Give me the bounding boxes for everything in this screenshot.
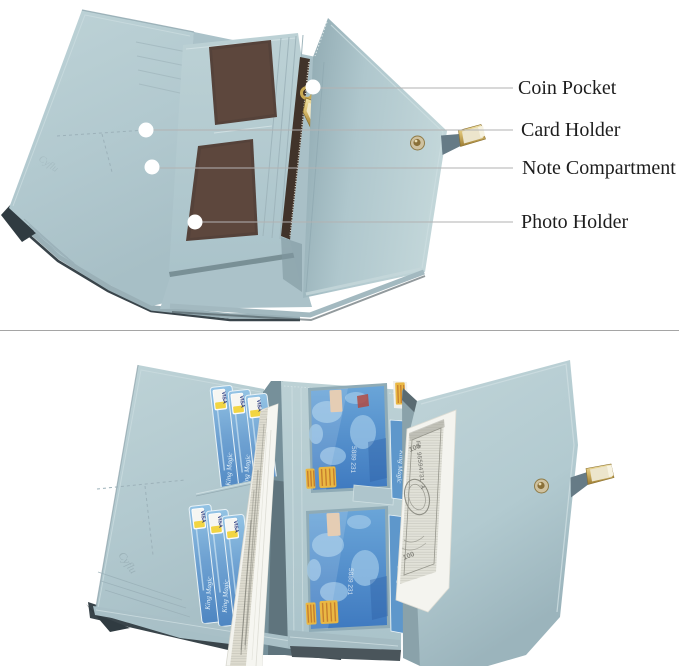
svg-text:100: 100 (402, 551, 416, 562)
svg-text:100: 100 (408, 443, 422, 454)
svg-text:Photo Holder: Photo Holder (521, 211, 629, 233)
svg-text:5889 231: 5889 231 (349, 446, 357, 474)
svg-text:Coin Pocket: Coin Pocket (518, 77, 617, 99)
svg-text:5889 231: 5889 231 (346, 568, 354, 596)
svg-text:King Magic: King Magic (224, 451, 234, 487)
svg-text:VISA: VISA (216, 515, 223, 528)
svg-text:King Magic: King Magic (242, 454, 252, 490)
svg-text:King Magic: King Magic (395, 449, 406, 485)
svg-text:Note Compartment: Note Compartment (522, 157, 676, 179)
svg-text:Card Holder: Card Holder (521, 119, 621, 141)
svg-text:King Magic: King Magic (204, 575, 214, 611)
svg-text:VISA: VISA (232, 520, 239, 533)
svg-text:VISA: VISA (255, 399, 262, 412)
svg-text:VISA: VISA (199, 510, 206, 523)
svg-text:King Magic: King Magic (220, 578, 230, 614)
svg-text:VISA: VISA (238, 395, 245, 408)
svg-text:VISA: VISA (220, 391, 227, 404)
